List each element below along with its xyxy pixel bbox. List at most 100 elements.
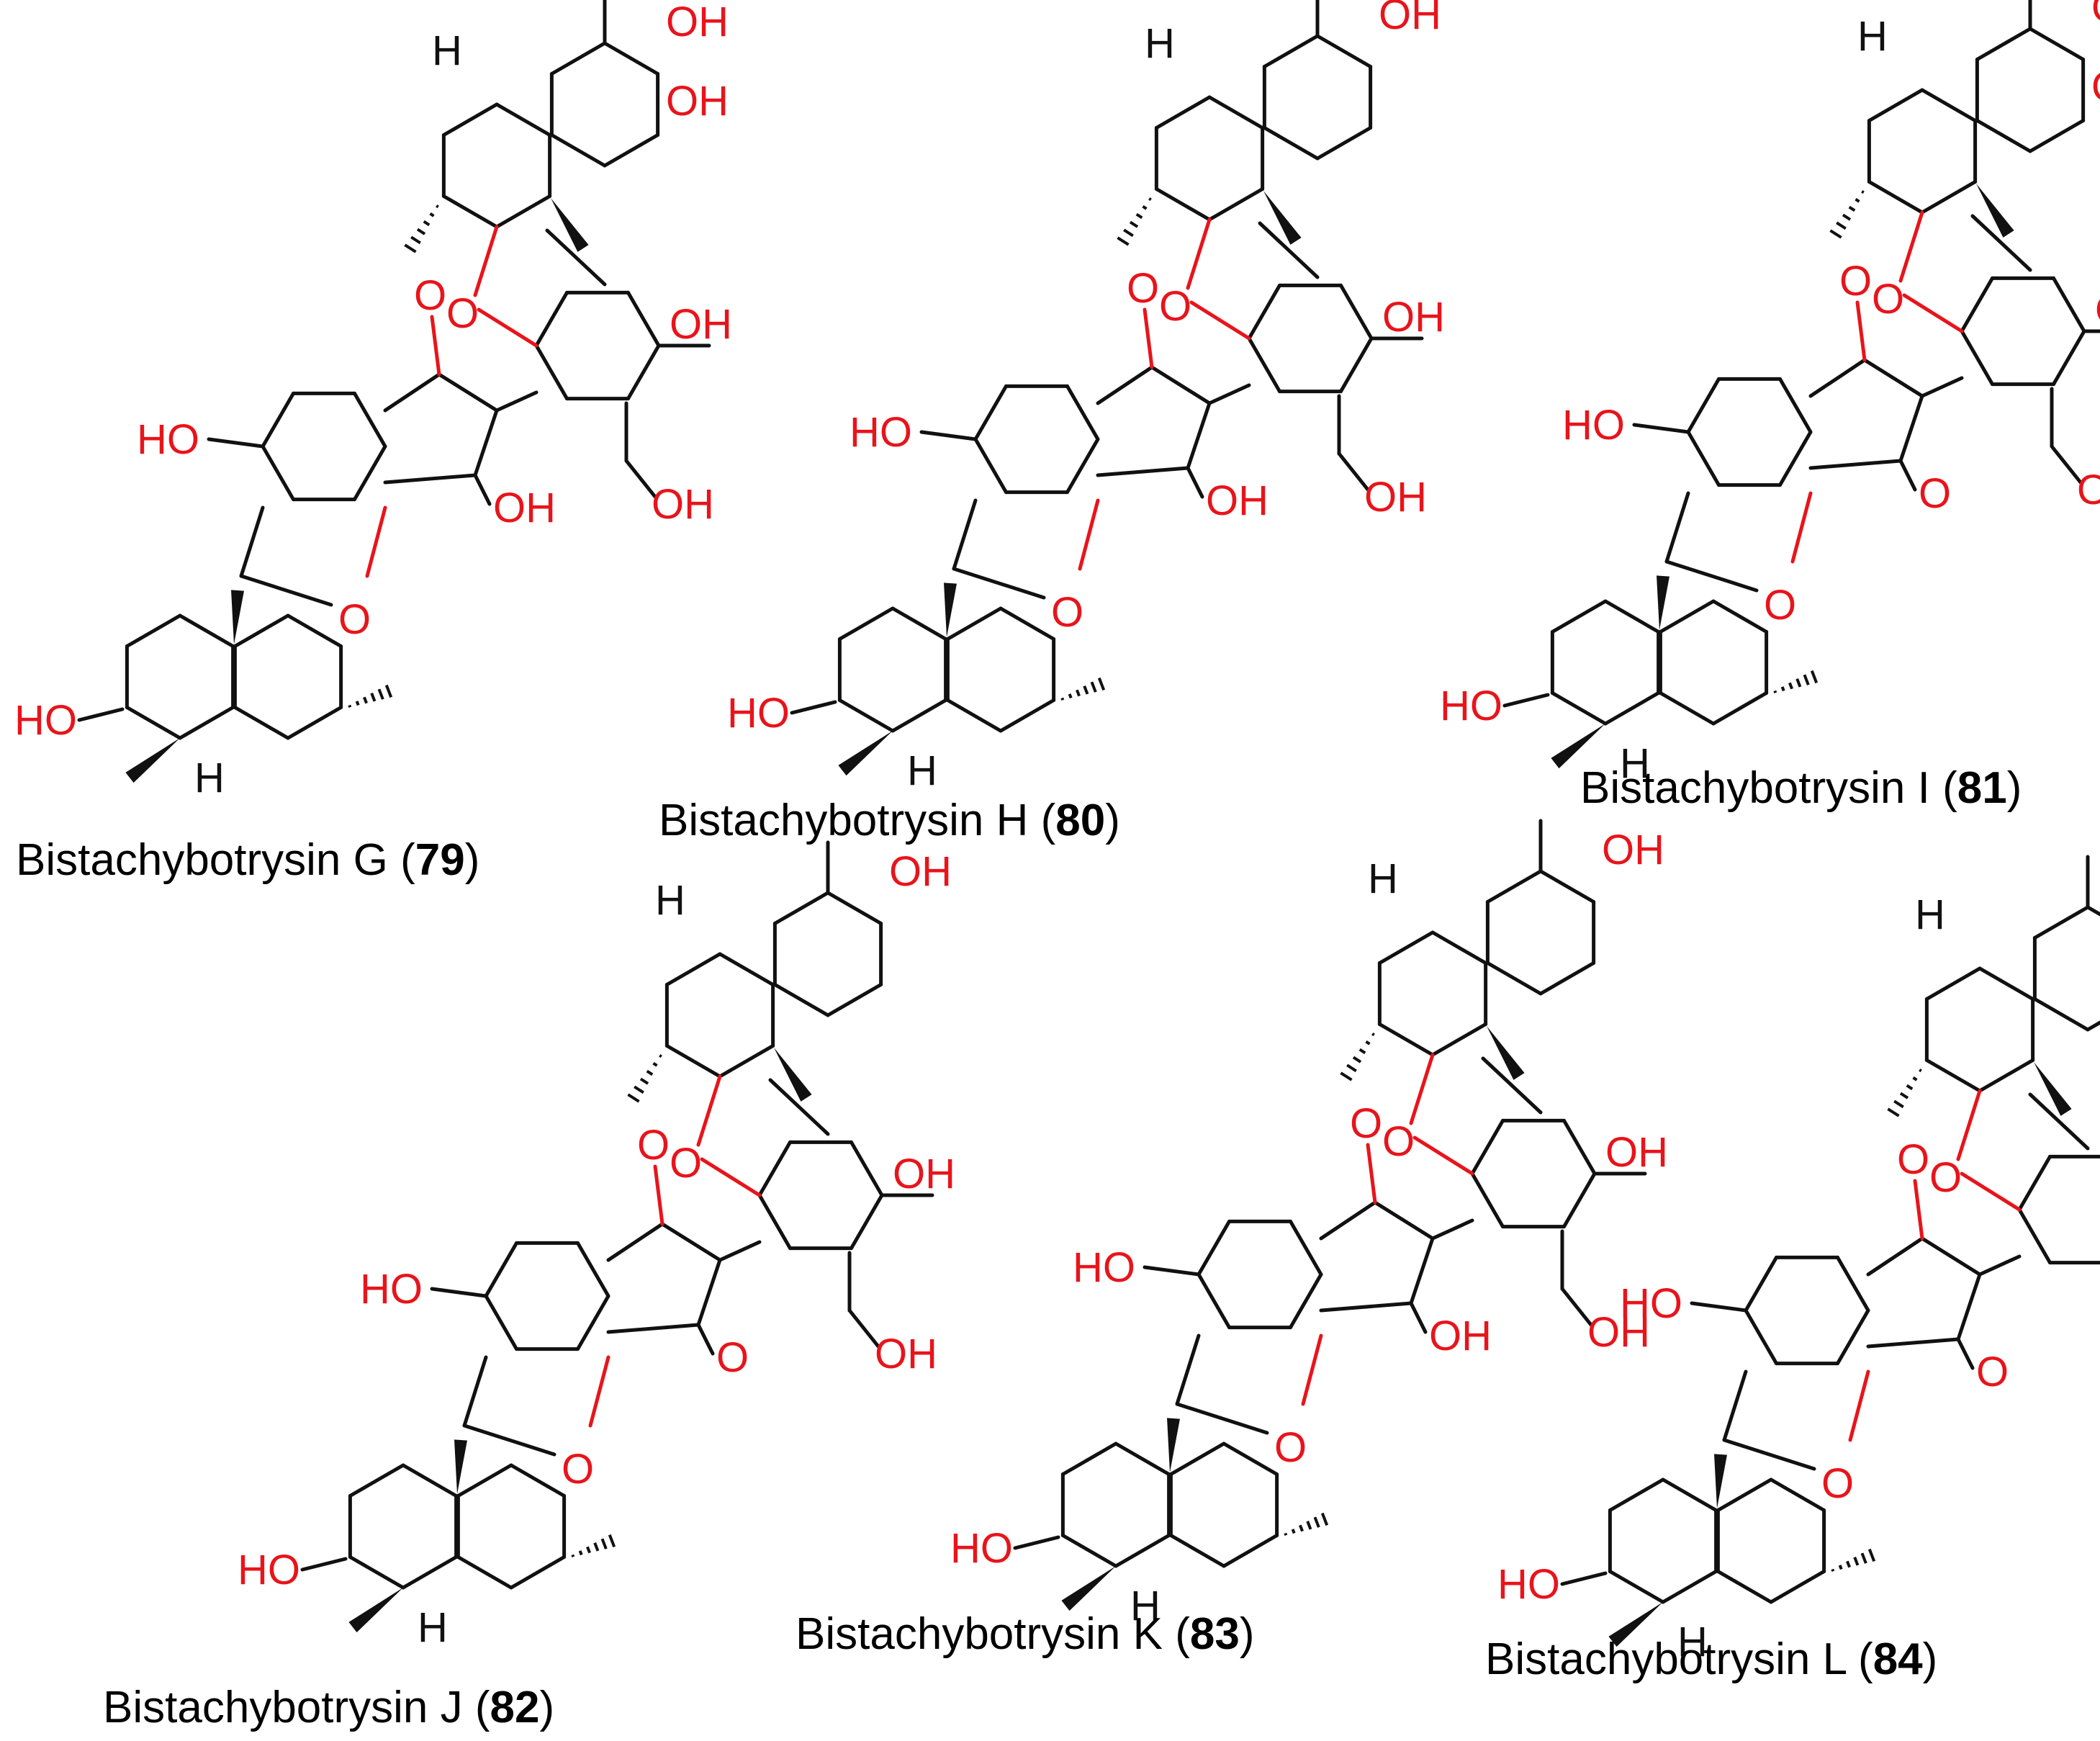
bond — [1560, 1571, 1608, 1586]
oh-label: O — [716, 1334, 749, 1381]
bond — [1769, 1570, 1826, 1604]
molecule-81: HOHOHOOHOHOOHOOHOH — [1440, 0, 2100, 787]
o-label: O — [1821, 1460, 1854, 1507]
bond — [2086, 1020, 2100, 1032]
bond — [696, 1323, 715, 1356]
hash-bond — [1284, 1532, 1288, 1536]
h-label: H — [655, 877, 685, 924]
bond — [239, 574, 333, 607]
bond — [1186, 401, 1212, 470]
hash-bond — [1836, 221, 1847, 230]
bond — [286, 613, 343, 648]
hash-bond — [416, 228, 426, 235]
bond — [653, 1164, 664, 1226]
hash-bond — [600, 1538, 608, 1549]
bond — [495, 102, 552, 137]
bond — [696, 1258, 722, 1327]
bond — [1686, 377, 1721, 434]
o-label: O — [1159, 283, 1191, 330]
bond — [826, 891, 883, 925]
bond — [1186, 217, 1212, 290]
bond — [768, 1078, 830, 1136]
bond — [1661, 1570, 1718, 1604]
bond — [1978, 966, 2035, 1001]
bond — [1222, 1534, 1279, 1568]
h-label: H — [1130, 1583, 1161, 1629]
bond — [1716, 1477, 1773, 1512]
bond — [850, 1193, 884, 1251]
bond — [1664, 559, 1759, 593]
bond — [365, 505, 387, 578]
hash-bond — [1320, 1512, 1329, 1526]
bond — [1154, 187, 1212, 222]
bond — [1337, 451, 1370, 492]
bond — [239, 505, 265, 578]
bond — [1855, 300, 1867, 362]
bond — [545, 228, 607, 287]
ho-label: HO — [238, 1547, 300, 1593]
bond — [1608, 1570, 1665, 1604]
wedge-bond — [1608, 1602, 1663, 1647]
hash-bond — [1919, 1069, 1922, 1073]
bond — [1339, 336, 1374, 394]
ho-label: HO — [1497, 1561, 1560, 1608]
o-label: O — [1350, 1100, 1382, 1147]
bond — [1502, 693, 1550, 708]
bond — [1262, 34, 1320, 68]
bond — [1013, 1535, 1060, 1550]
hash-bond — [348, 704, 352, 708]
bond — [1920, 1236, 1982, 1277]
bond — [626, 290, 661, 348]
bond — [1603, 599, 1661, 634]
bond — [353, 391, 387, 449]
bond — [1485, 961, 1543, 996]
hash-bond — [429, 212, 435, 217]
ho-label: HO — [850, 409, 912, 456]
oh-label: OH — [1602, 827, 1664, 873]
bond — [1222, 1441, 1279, 1476]
bond — [348, 1463, 405, 1498]
caption-82: Bistachybotrysin J (82) — [103, 1683, 554, 1732]
bond — [495, 390, 538, 413]
bond — [1744, 1308, 1778, 1366]
bond — [430, 315, 441, 377]
bond — [1470, 1118, 1505, 1176]
bond — [626, 343, 661, 401]
bond — [1114, 1441, 1171, 1476]
hash-bond — [1906, 1084, 1914, 1091]
bond — [606, 1323, 700, 1334]
hash-bond — [593, 1542, 600, 1552]
caption-79: Bistachybotrysin G (79) — [16, 835, 479, 885]
oh-label: OH — [666, 0, 729, 45]
h-label: H — [432, 27, 462, 74]
wedge-bond — [1167, 1418, 1180, 1472]
o-label: O — [1382, 1118, 1415, 1165]
o-label: O — [338, 596, 371, 643]
bond — [1898, 210, 1924, 283]
hash-bond — [1123, 228, 1134, 238]
oh-label: OH — [2091, 0, 2100, 31]
bond — [1319, 1200, 1377, 1241]
bond — [850, 1140, 884, 1197]
bond — [1065, 384, 1100, 441]
bond — [973, 437, 1008, 495]
bond — [945, 698, 1003, 733]
hash-bond — [1861, 190, 1865, 194]
bond — [1778, 377, 1813, 434]
bond — [1207, 383, 1251, 405]
oh-label: OH — [666, 78, 729, 125]
bond — [1608, 1477, 1665, 1512]
hash-bond — [1855, 198, 1860, 203]
bond — [1430, 1022, 1488, 1057]
bond — [383, 473, 477, 485]
bond — [2028, 119, 2086, 153]
oh-label: OH — [1382, 294, 1445, 341]
bond — [77, 707, 125, 722]
bond — [1960, 329, 1994, 387]
hash-bond — [1893, 1099, 1904, 1109]
bond — [286, 706, 343, 740]
bond — [1197, 1272, 1231, 1330]
hash-bond — [652, 1062, 658, 1067]
hash-bond — [1313, 1516, 1320, 1528]
